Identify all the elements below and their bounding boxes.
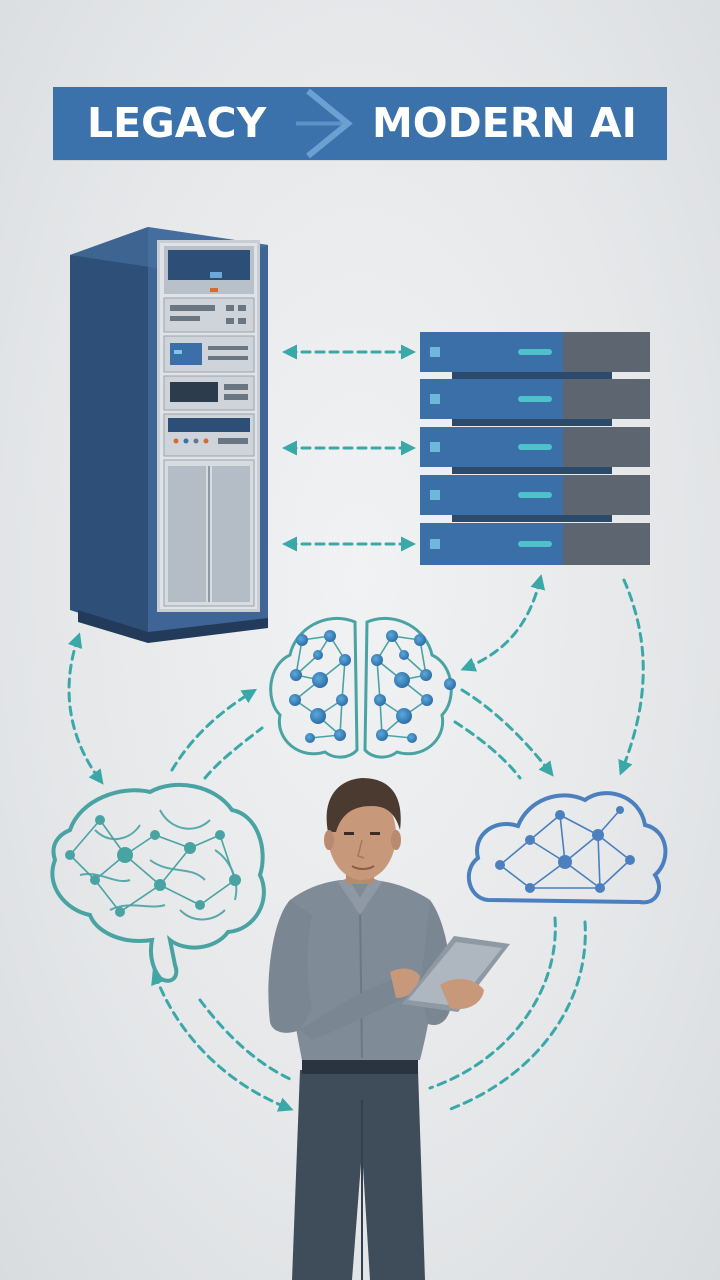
rack-to-brain-arrow (67, 632, 104, 785)
title-banner: LEGACY MODERN AI (53, 87, 667, 160)
brain-icon (50, 782, 266, 983)
data-flow-arrows (67, 344, 645, 1112)
brain-to-person-arrow (151, 969, 294, 1112)
server-stack-icon (420, 332, 650, 565)
cloud-to-person-arrow (428, 916, 557, 1090)
cloud-network-icon (467, 791, 668, 905)
modern-ai-label: MODERN AI (372, 99, 637, 147)
brain-to-center-arrow (170, 688, 258, 772)
neural-brain-icon (269, 616, 456, 759)
legacy-label: LEGACY (87, 99, 267, 147)
stack-to-center-brain-arrow (460, 574, 546, 672)
center-to-cloud-arrow (460, 688, 554, 777)
stack-to-cloud-arrow (618, 578, 645, 776)
chevron-right-icon (296, 88, 353, 159)
person-with-tablet-icon (268, 778, 510, 1280)
server-rack-icon (70, 227, 268, 643)
